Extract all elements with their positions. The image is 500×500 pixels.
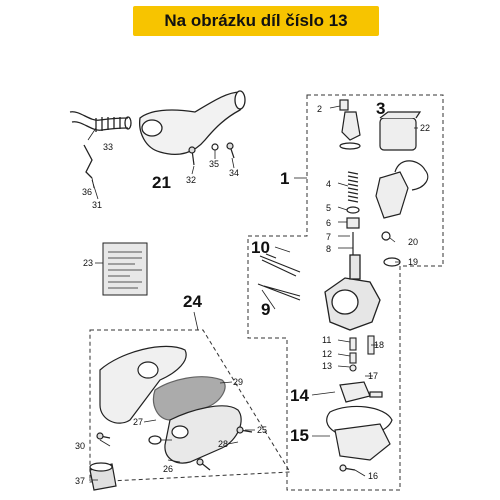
callout-11: 11 (322, 335, 331, 345)
title-banner: Na obrázku díl číslo 13 (133, 6, 379, 36)
intake-hose-part (69, 111, 132, 132)
screws-32-35-34-part (188, 142, 235, 166)
carburetor-top-part (339, 99, 422, 151)
group-label-9: 9 (261, 300, 270, 319)
callout-12: 12 (322, 349, 332, 359)
group-label-21: 21 (152, 173, 171, 192)
callout-30: 30 (75, 441, 85, 451)
pilot-screws-part (257, 253, 301, 301)
callout-29: 29 (233, 377, 243, 387)
group-10-leader (274, 246, 291, 253)
wire-clip-part (83, 144, 93, 179)
callout-23: 23 (83, 258, 93, 268)
spring-needle-part (346, 171, 360, 256)
callout-34: 34 (229, 168, 239, 178)
callout-20: 20 (408, 237, 418, 247)
callout-16: 16 (368, 471, 378, 481)
callout-7: 7 (326, 232, 331, 242)
group-label-14: 14 (290, 386, 309, 405)
float-bowl-part (326, 381, 393, 472)
callout-28: 28 (218, 439, 228, 449)
callout-19: 19 (408, 257, 418, 267)
callout-35: 35 (209, 159, 219, 169)
callout-37: 37 (75, 476, 85, 486)
rubber-connector-part (89, 462, 117, 491)
group-label-15: 15 (290, 426, 309, 445)
callout-5: 5 (326, 203, 331, 213)
carburetor-body-part (324, 254, 381, 331)
group-24-leader (193, 311, 199, 331)
group-label-10: 10 (251, 238, 270, 257)
callout-17: 17 (368, 371, 378, 381)
callout-22: 22 (420, 123, 430, 133)
leader-lines (87, 105, 418, 481)
label-sticker-part (102, 242, 148, 296)
group-outline-carburetor (247, 94, 444, 491)
group-label-24: 24 (183, 292, 202, 311)
group-callouts: 1 3 9 10 14 15 21 24 (152, 99, 385, 445)
callout-32: 32 (186, 175, 196, 185)
airbox-cover-part (99, 345, 187, 424)
callout-33: 33 (103, 142, 113, 152)
callout-2: 2 (317, 104, 322, 114)
callout-18: 18 (374, 340, 384, 350)
callout-25: 25 (257, 425, 267, 435)
air-filter-part (152, 376, 226, 421)
airbox-screws-part (96, 426, 253, 471)
group-14-leader (311, 391, 336, 396)
callout-36: 36 (82, 187, 92, 197)
callout-13: 13 (322, 361, 332, 371)
callout-8: 8 (326, 244, 331, 254)
choke-solenoid-part (375, 160, 429, 267)
airbox-body-part (164, 405, 242, 464)
air-duct-part (139, 90, 246, 155)
group-label-3: 3 (376, 99, 385, 118)
group-label-1: 1 (280, 169, 289, 188)
callout-27: 27 (133, 417, 143, 427)
jets-part (349, 335, 375, 372)
callout-6: 6 (326, 218, 331, 228)
title-text: Na obrázku díl číslo 13 (164, 11, 348, 30)
callout-31: 31 (92, 200, 102, 210)
callout-4: 4 (326, 179, 331, 189)
callout-26: 26 (163, 464, 173, 474)
small-callouts: 2 4 5 6 7 8 11 12 13 16 17 18 19 20 22 2… (75, 104, 430, 486)
group-9-leader (261, 289, 276, 310)
